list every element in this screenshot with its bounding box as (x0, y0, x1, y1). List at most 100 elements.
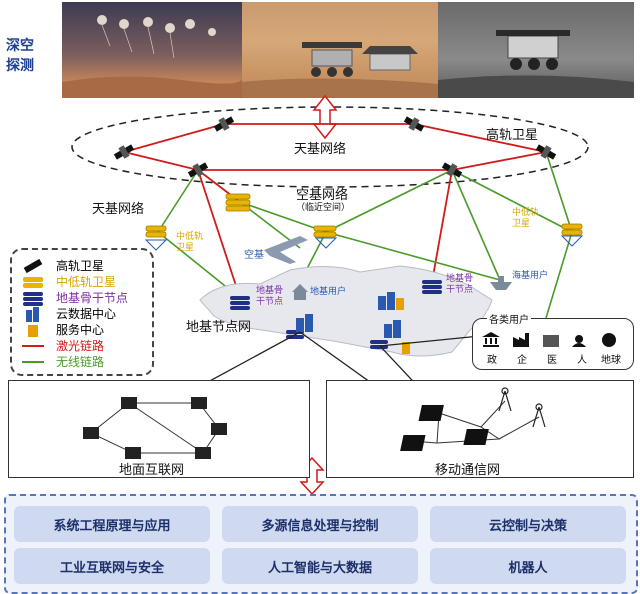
legend-item: 地基骨干节点 (20, 290, 128, 306)
person-icon (572, 335, 586, 347)
legend-item: 中低轨卫星 (20, 274, 116, 290)
rover-illustration (242, 42, 438, 98)
sea-user-label: 海基用户 (512, 271, 549, 281)
data-center-icon (26, 307, 39, 322)
user-person: 人 (577, 355, 587, 366)
gold-node-icon (225, 193, 251, 212)
wireless-link-swatch (22, 361, 44, 363)
legend-item: 云数据中心 (20, 306, 116, 322)
ground-node-network-label: 地基节点网 (186, 320, 252, 335)
photo-lunar-rover (438, 2, 634, 98)
course-robotics[interactable]: 机器人 (430, 548, 626, 584)
aircraft-label: 空基 (244, 250, 264, 261)
ground-backbone-label: 地基骨 干节点 (256, 286, 284, 307)
switch-icon (400, 435, 426, 451)
photo-mars-rover (242, 2, 438, 98)
high-orbit-satellites (113, 116, 557, 178)
course-multisource-info[interactable]: 多源信息处理与控制 (222, 506, 418, 542)
parachute-illustration (62, 15, 242, 98)
course-industrial-internet[interactable]: 工业互联网与安全 (14, 548, 210, 584)
users-title: 各类用户 (487, 311, 531, 326)
service-centers (396, 298, 410, 354)
switch-icon (463, 429, 489, 445)
cloud-data-centers (296, 292, 401, 338)
backbone-node-icon (422, 280, 442, 294)
satellite-triangles (144, 235, 584, 251)
air-network-label: 空基网络 (296, 188, 349, 203)
mid-orbit-left-label: 中低轨 卫星 (176, 232, 204, 253)
mobile-network-label: 移动通信网 (435, 463, 501, 478)
service-center-icon (402, 342, 410, 354)
ground-internet-box: 地面互联网 (8, 380, 310, 478)
legend-item: 激光链路 (20, 338, 104, 354)
near-space-label: （临近空间） (296, 203, 351, 213)
lunar-rover-illustration (438, 30, 634, 98)
ground-internet-graph (83, 397, 227, 459)
tower-icon (498, 387, 512, 412)
service-center-icon (396, 298, 404, 310)
hospital-icon (543, 335, 559, 347)
photo-parachute-landing (62, 2, 242, 98)
satellite-icon (403, 116, 425, 132)
mobile-network-graph (400, 387, 546, 451)
laser-link-swatch (22, 345, 44, 347)
globe-icon (602, 333, 616, 347)
users-icon-row (481, 331, 631, 347)
ground-backbone-right-label: 地基骨 干节点 (446, 274, 474, 295)
data-center-icon (378, 292, 395, 310)
satellite-icon (441, 162, 463, 178)
courses-panel: 系统工程原理与应用 多源信息处理与控制 云控制与决策 工业互联网与安全 人工智能… (4, 494, 638, 594)
space-network-center-label: 天基网络 (294, 142, 347, 157)
router-icon (195, 447, 211, 459)
factory-icon (513, 333, 529, 347)
mid-orbit-satellites (145, 193, 583, 238)
deep-space-line2: 探测 (6, 58, 34, 74)
gold-node-icon (561, 223, 583, 236)
deep-space-label: 深空 探测 (6, 36, 46, 76)
user-earth: 地球 (601, 355, 621, 366)
router-icon (191, 397, 207, 409)
legend-item: 高轨卫星 (20, 258, 104, 274)
backbone-node-icon (230, 296, 250, 310)
satellite-icon (187, 162, 209, 178)
router-icon (211, 423, 227, 435)
switch-icon (418, 405, 444, 421)
router-icon (125, 447, 141, 459)
mid-orbit-right-label: 中低轨 卫星 (512, 208, 540, 229)
ground-internet-label: 地面互联网 (119, 463, 185, 478)
router-icon (121, 397, 137, 409)
gold-node-icon (23, 277, 43, 288)
high-orbit-label: 高轨卫星 (486, 128, 539, 143)
satellite-icon (113, 144, 135, 160)
user-gov: 政 (487, 355, 497, 366)
backbone-node-icon (23, 292, 43, 306)
house-icon (292, 284, 308, 300)
service-center-icon (28, 325, 38, 337)
tower-icon (532, 403, 546, 428)
course-ai-bigdata[interactable]: 人工智能与大数据 (222, 548, 418, 584)
satellite-icon (535, 144, 557, 160)
router-icon (83, 427, 99, 439)
satellite-icon (213, 116, 235, 132)
user-enterprise: 企 (517, 355, 527, 366)
data-center-icon (384, 320, 401, 338)
data-center-icon (296, 314, 313, 332)
government-icon (482, 332, 500, 347)
ship-icon (490, 276, 512, 290)
users-box: 各类用户 政 企 医 人 地球 (472, 311, 634, 370)
legend: 高轨卫星 中低轨卫星 地基骨干节点 云数据中心 服务中心 激光链路 无线链路 (10, 248, 154, 376)
space-network-left-label: 天基网络 (92, 202, 145, 217)
user-medical: 医 (547, 355, 557, 366)
user-icons (482, 332, 616, 347)
course-cloud-control[interactable]: 云控制与决策 (430, 506, 626, 542)
course-systems-engineering[interactable]: 系统工程原理与应用 (14, 506, 210, 542)
up-down-arrow-top (312, 94, 338, 140)
gold-node-icon (145, 225, 167, 238)
satellite-icon (23, 258, 43, 274)
mobile-network-box: 移动通信网 (326, 380, 634, 478)
gold-node-icon (313, 225, 337, 238)
aircraft-icon (264, 236, 308, 264)
legend-item: 无线链路 (20, 354, 104, 370)
deep-space-line1: 深空 (6, 38, 34, 54)
